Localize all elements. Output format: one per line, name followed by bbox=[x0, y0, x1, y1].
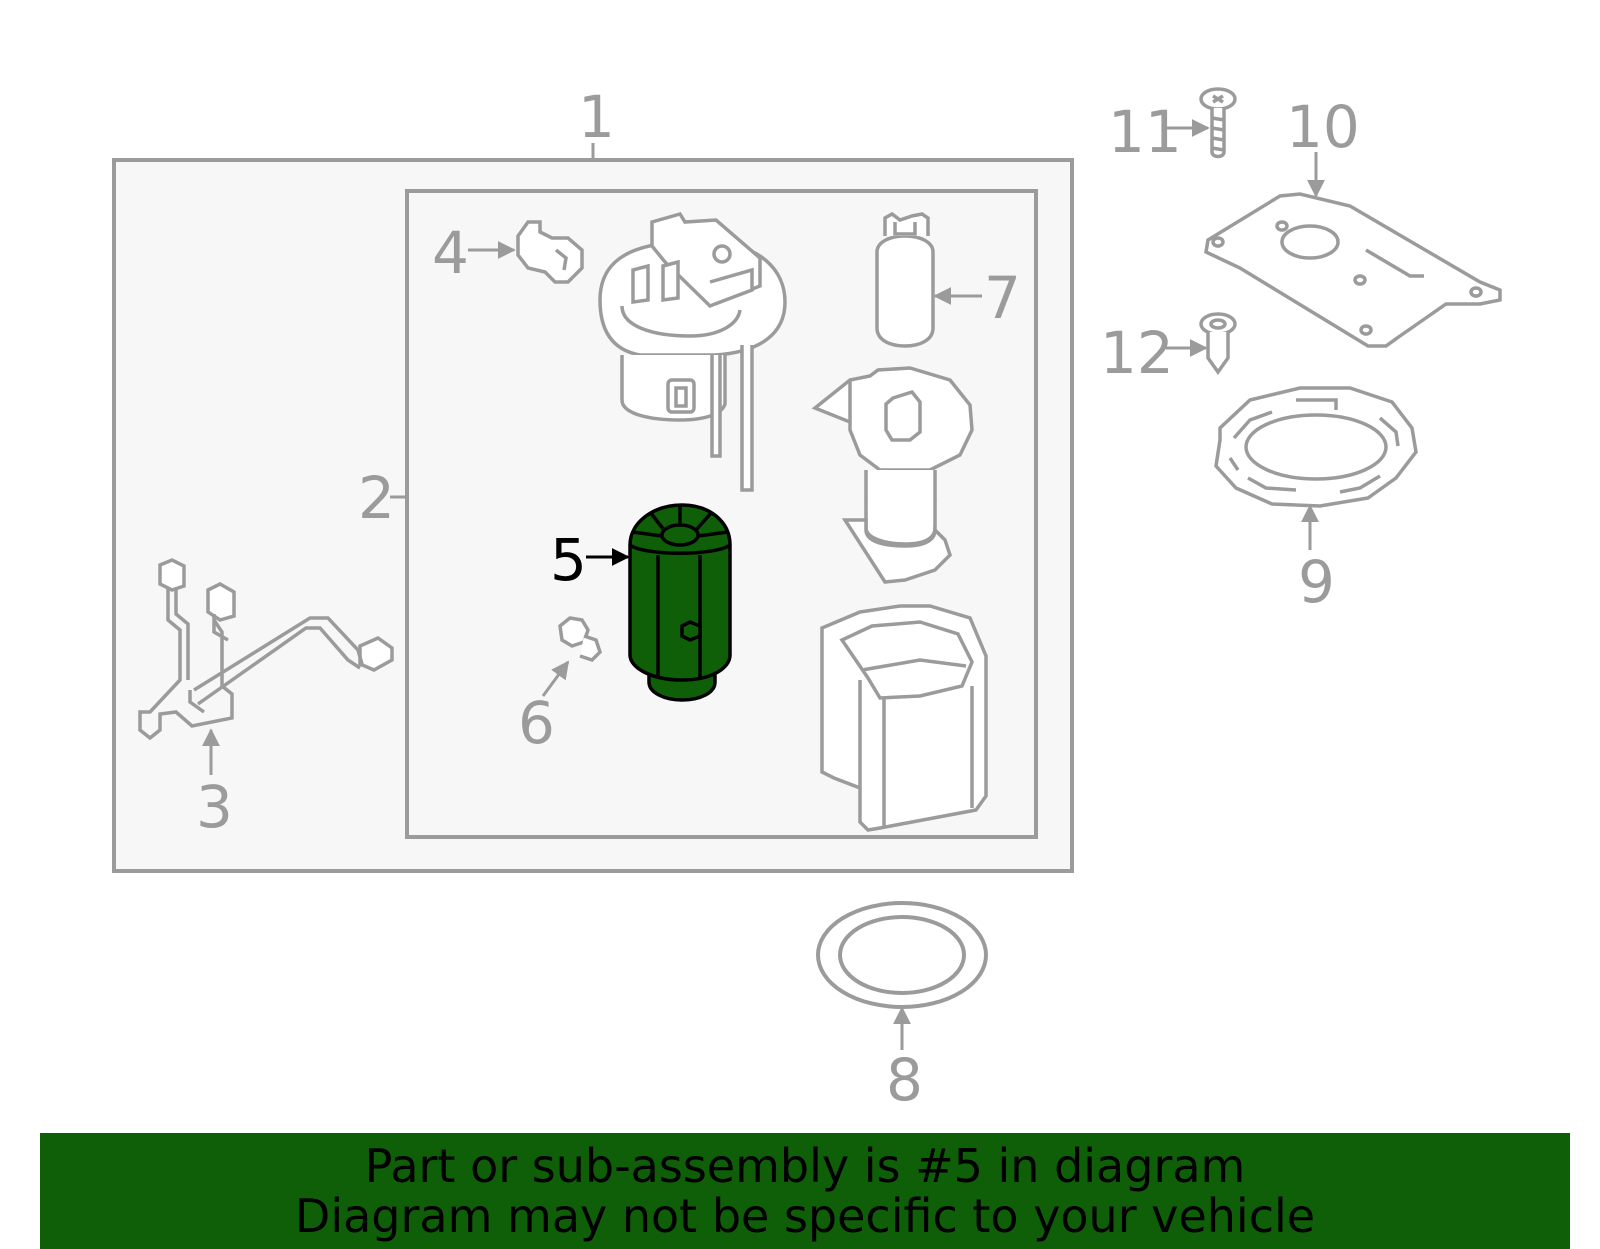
callout-11[interactable]: 11 bbox=[1108, 98, 1182, 166]
part-11-screw[interactable] bbox=[1199, 87, 1237, 159]
part-12-clip[interactable] bbox=[1199, 312, 1237, 376]
callout-2[interactable]: 2 bbox=[358, 464, 395, 532]
leader-6 bbox=[541, 660, 570, 697]
info-banner: Part or sub-assembly is #5 in diagram Di… bbox=[40, 1133, 1570, 1249]
callout-10[interactable]: 10 bbox=[1286, 93, 1360, 161]
callout-12[interactable]: 12 bbox=[1100, 319, 1174, 387]
callout-9[interactable]: 9 bbox=[1298, 548, 1335, 616]
callout-1[interactable]: 1 bbox=[578, 83, 615, 151]
part-6-bolt[interactable] bbox=[558, 616, 603, 663]
callout-6[interactable]: 6 bbox=[518, 689, 555, 757]
part-10-cover-plate[interactable] bbox=[1204, 192, 1502, 348]
part-3-harness[interactable] bbox=[138, 558, 394, 741]
part-4-connector[interactable] bbox=[516, 220, 584, 284]
part-7-sender[interactable] bbox=[875, 211, 935, 348]
callout-7[interactable]: 7 bbox=[984, 264, 1021, 332]
banner-line-2: Diagram may not be specific to your vehi… bbox=[294, 1189, 1316, 1243]
part-9-lock-ring[interactable] bbox=[1214, 386, 1418, 508]
callout-5[interactable]: 5 bbox=[550, 526, 587, 594]
part-reservoir bbox=[820, 604, 988, 832]
part-pump-body bbox=[811, 366, 974, 584]
callout-4[interactable]: 4 bbox=[432, 219, 469, 287]
banner-line-1: Part or sub-assembly is #5 in diagram bbox=[364, 1139, 1246, 1193]
part-pump-flange bbox=[598, 211, 787, 492]
part-8-gasket[interactable] bbox=[816, 901, 988, 1009]
callout-8[interactable]: 8 bbox=[886, 1046, 923, 1114]
callout-3[interactable]: 3 bbox=[196, 773, 233, 841]
part-5-filter[interactable] bbox=[628, 503, 732, 702]
